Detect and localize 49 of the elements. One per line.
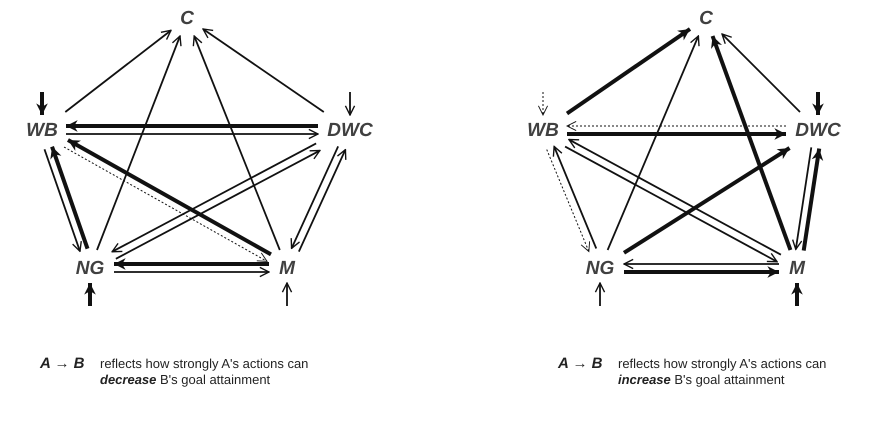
arrow [111,142,317,253]
arrow [566,27,692,116]
arrow [567,128,786,140]
arrow [791,283,803,306]
arrow [84,283,96,306]
arrow [96,35,182,250]
arrow [114,266,270,278]
caption-text: reflects how strongly A's actions can decrease B's goal attainment [100,356,310,388]
node-label: C [180,8,194,28]
arrow [344,92,356,116]
node-label: C [699,8,713,28]
arrow [114,258,269,270]
arrow [290,146,339,250]
arrow [64,30,172,113]
arrow [606,35,700,250]
arrow [594,282,606,306]
arrow [622,146,791,254]
arrow [792,147,812,250]
notation-label: A → B [40,356,86,372]
node-label: M [279,258,295,278]
arrow [710,35,792,251]
arrow [115,150,321,260]
arrow [298,148,346,252]
arrow [721,33,801,113]
node-label: DWC [795,120,841,140]
arrow [202,28,324,113]
arrow [192,35,281,250]
node-label: NG [586,258,614,278]
arrow [624,266,779,278]
arrow [538,92,548,116]
node-label: WB [26,120,58,140]
arrow [50,146,90,250]
arrow [44,149,82,252]
node-label: DWC [327,120,373,140]
node-label: WB [527,120,559,140]
arrow [552,146,598,249]
arrow [812,92,824,115]
notation-label: A → B [558,356,604,372]
arrow [546,149,590,252]
arrow [623,258,779,270]
arrow [66,120,318,132]
arrow [282,282,292,306]
node-label: NG [76,258,104,278]
caption-text: reflects how strongly A's actions can increase B's goal attainment [618,356,828,388]
arrow [36,92,48,115]
arrow [802,148,824,251]
arrow [66,128,319,140]
arrow [566,120,786,132]
node-label: M [789,258,805,278]
